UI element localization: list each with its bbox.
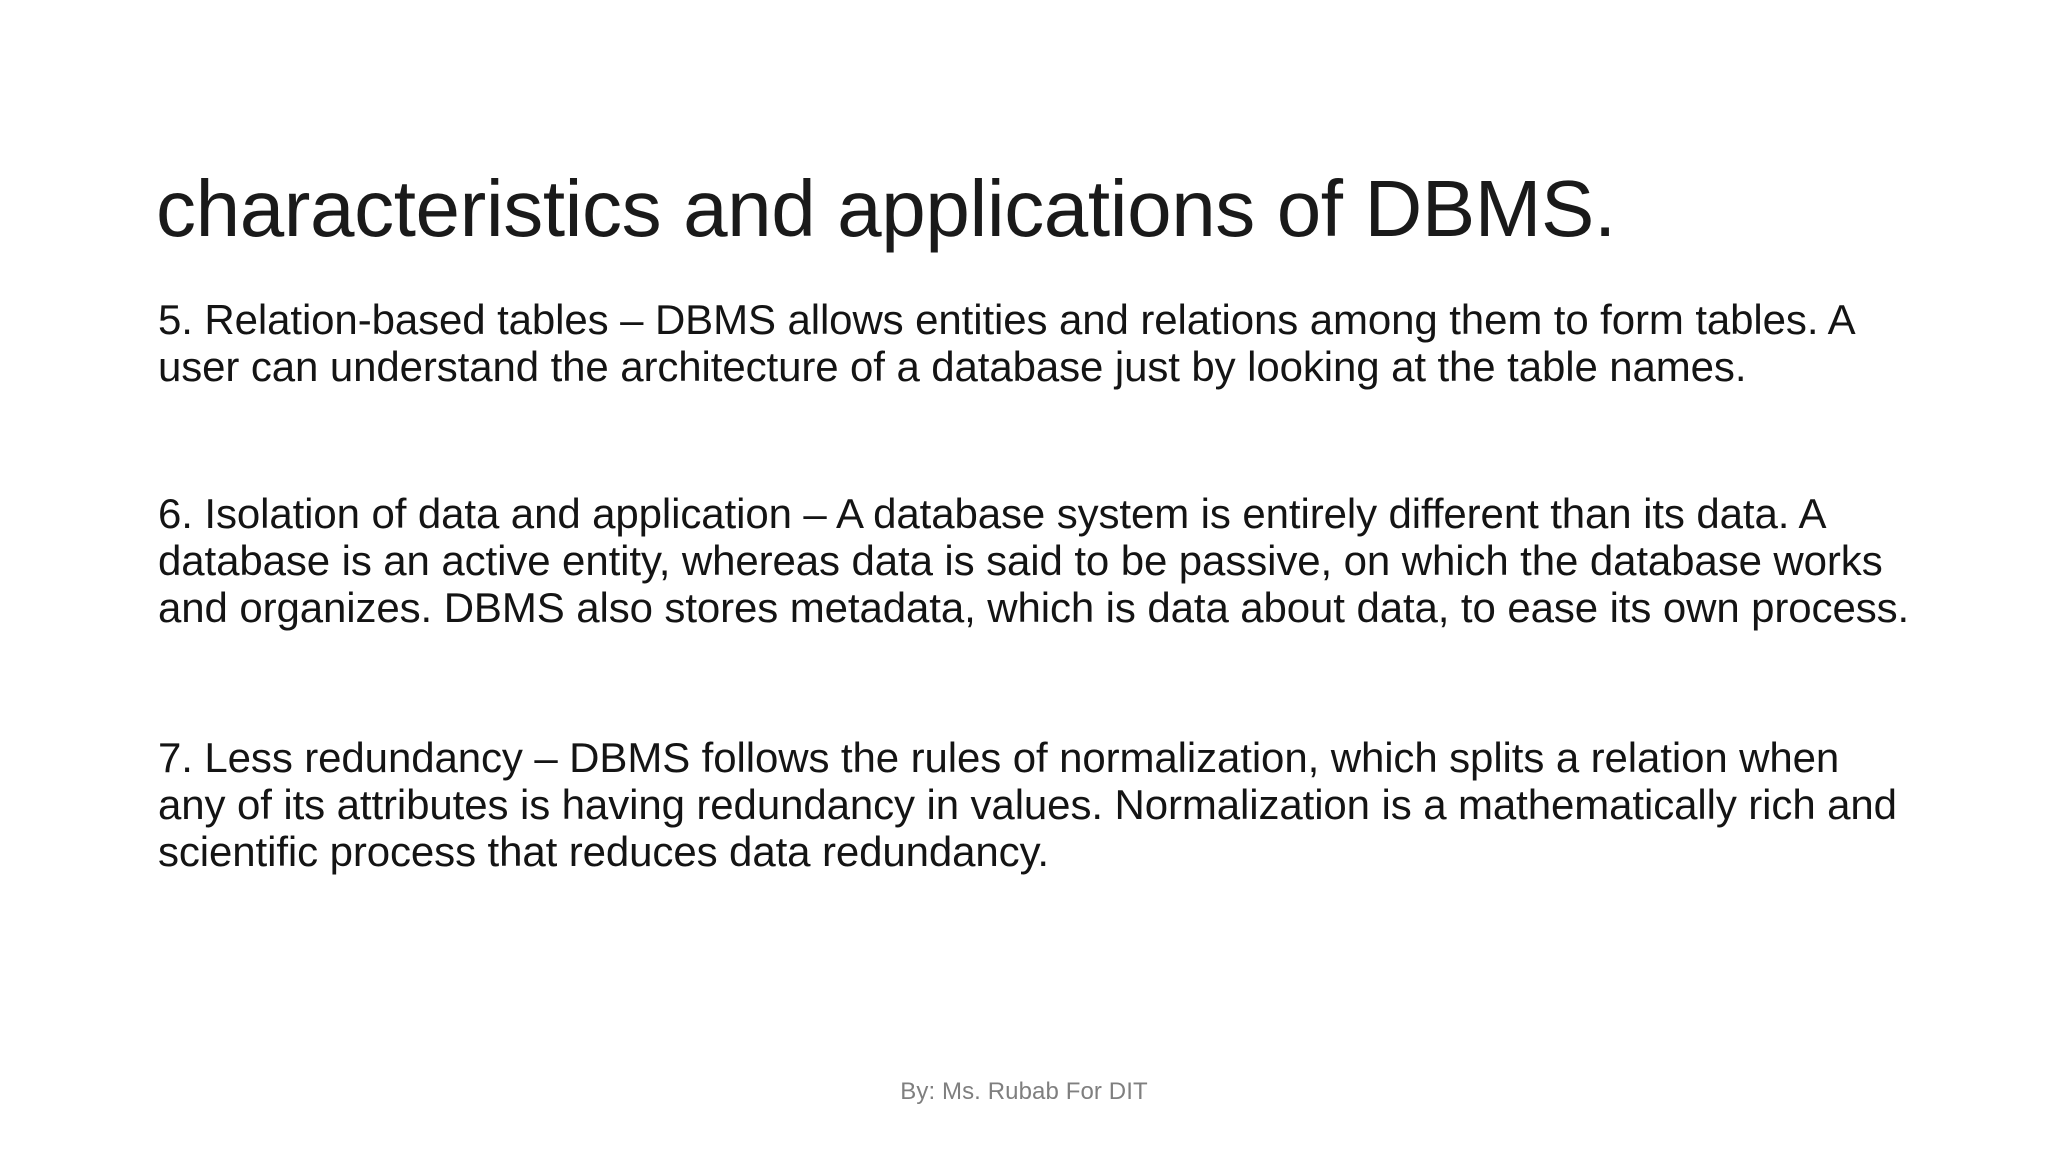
paragraph-spacer — [158, 631, 1918, 734]
slide-body-content: 5. Relation-based tables – DBMS allows e… — [158, 296, 1918, 875]
slide-footer-credit: By: Ms. Rubab For DIT — [900, 1078, 1148, 1105]
body-paragraph-6: 6. Isolation of data and application – A… — [158, 490, 1910, 631]
body-paragraph-7: 7. Less redundancy – DBMS follows the ru… — [158, 734, 1897, 875]
paragraph-spacer — [158, 390, 1918, 490]
page-title: characteristics and applications of DBMS… — [156, 163, 1616, 253]
body-paragraph-5: 5. Relation-based tables – DBMS allows e… — [158, 296, 1854, 390]
